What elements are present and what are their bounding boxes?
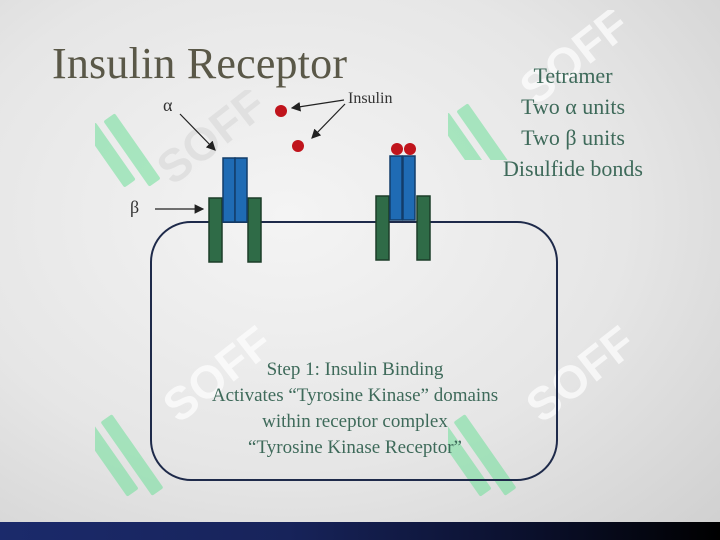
beta-label: β	[130, 197, 140, 217]
receptor-features: Tetramer Two α units Two β units Disulfi…	[480, 60, 666, 184]
alpha-subunit-right	[234, 157, 248, 223]
insulin-molecule	[292, 140, 304, 152]
alpha-subunit-left	[222, 157, 236, 223]
bound-insulin-molecule	[404, 143, 416, 155]
alpha-label: α	[163, 95, 173, 115]
receptor-1	[208, 157, 262, 263]
alpha-arrow	[179, 113, 216, 151]
bound-insulin-molecule	[391, 143, 403, 155]
feature-item: Two β units	[521, 125, 625, 150]
bottom-bar	[0, 522, 720, 540]
beta-subunit-left	[208, 197, 223, 263]
step-line: Step 1: Insulin Binding	[266, 359, 444, 380]
cell-membrane	[150, 221, 558, 481]
beta-subunit-left	[375, 195, 390, 261]
alpha-subunit-left	[389, 155, 403, 221]
insulin-arrow-1	[290, 99, 345, 112]
watermark-logo-bottom-left: SOFF	[95, 316, 282, 496]
feature-item: Two α units	[520, 94, 626, 119]
step-description: Step 1: Insulin Binding Activates “Tyros…	[170, 357, 540, 461]
step-line: “Tyrosine Kinase Receptor”	[248, 437, 462, 458]
insulin-label: Insulin	[348, 90, 393, 107]
beta-subunit-right	[247, 197, 262, 263]
beta-subunit-right	[416, 195, 431, 261]
alpha-subunit-right	[402, 155, 416, 221]
insulin-molecule	[275, 105, 287, 117]
feature-item: Disulfide bonds	[503, 156, 643, 181]
feature-item: Tetramer	[533, 63, 613, 88]
slide-title: Insulin Receptor	[52, 39, 348, 88]
watermark-logo-top-right: SOFF	[448, 10, 638, 160]
insulin-arrow-2	[311, 103, 346, 139]
step-line: within receptor complex	[262, 411, 448, 432]
receptor-2	[375, 155, 431, 261]
watermark-logo-bottom-right: SOFF	[448, 316, 645, 496]
step-line: Activates “Tyrosine Kinase” domains	[211, 385, 499, 406]
